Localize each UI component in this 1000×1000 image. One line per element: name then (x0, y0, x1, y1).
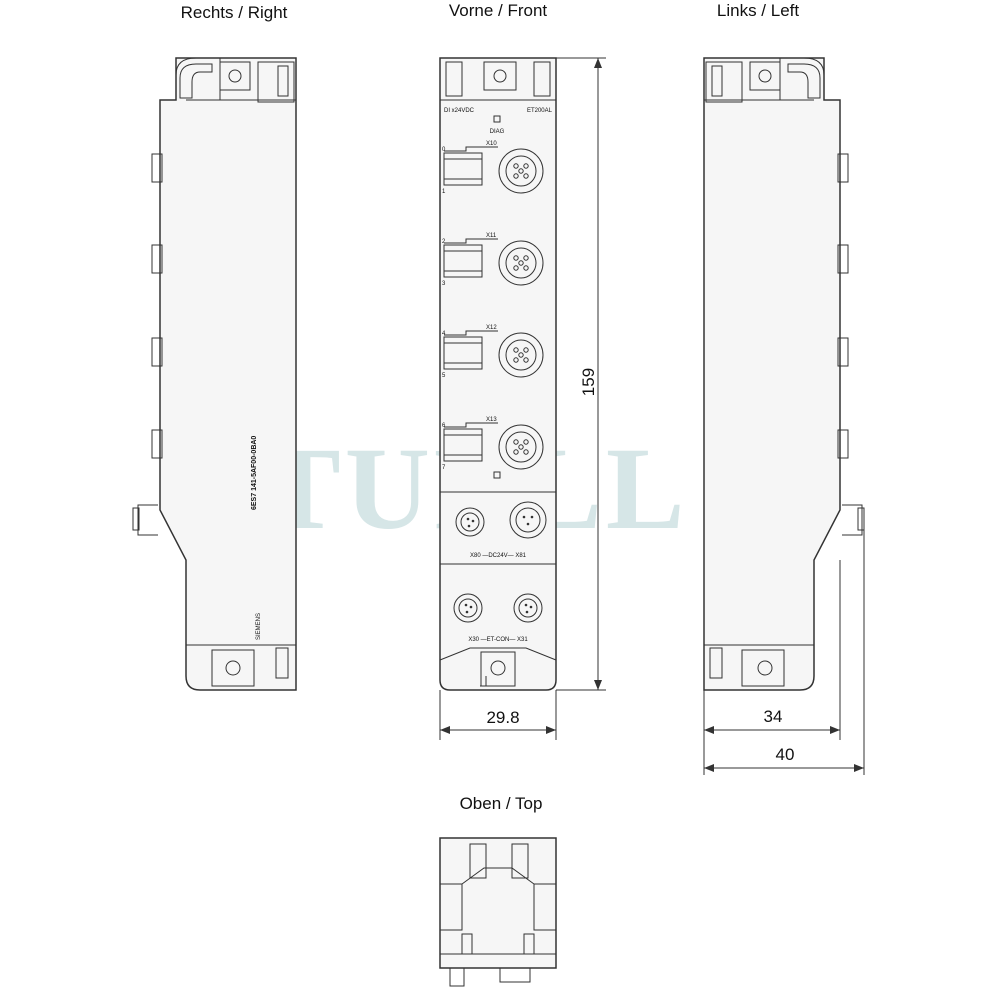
channel-bottom-label: 3 (442, 281, 446, 287)
bus-label: X30 —ET-CON— X31 (468, 637, 528, 643)
channel-bottom-label: 5 (442, 373, 446, 379)
channel-bottom-label: 1 (442, 189, 446, 195)
dim-depth-total: 40 (776, 745, 795, 764)
di-label: DI x24VDC (444, 108, 475, 114)
io-port: 2 3 X11 (442, 233, 544, 287)
front-dimensions: 159 29.8 (439, 57, 606, 740)
dim-depth-body: 34 (764, 707, 783, 726)
power-label: X80 —DC24V— X81 (470, 553, 527, 559)
channel-top-label: 0 (442, 147, 446, 153)
brand-label: SIEMENS (256, 613, 262, 640)
view-title-front: Vorne / Front (449, 1, 548, 20)
view-title-left: Links / Left (717, 1, 799, 20)
port-name-label: X10 (486, 141, 497, 147)
dim-height: 159 (579, 368, 598, 396)
order-number-label: 6ES7 141-5AF00-0BA0 (251, 436, 258, 510)
channel-top-label: 4 (442, 331, 446, 337)
top-view (439, 837, 557, 987)
port-name-label: X13 (486, 417, 497, 423)
port-name-label: X11 (486, 233, 497, 239)
left-view (703, 57, 865, 691)
io-port: 0 1 X10 (442, 141, 544, 195)
bus-connectors (453, 593, 543, 623)
io-port: 6 7 X13 (442, 417, 544, 471)
view-title-right: Rechts / Right (181, 3, 288, 22)
io-port: 4 5 X12 (442, 325, 544, 379)
io-port-group: 0 1 X10 2 3 X11 4 5 X12 6 7 X13 (442, 141, 544, 471)
view-title-top: Oben / Top (460, 794, 543, 813)
port-name-label: X12 (486, 325, 497, 331)
channel-bottom-label: 7 (442, 465, 446, 471)
left-dimensions: 34 40 (703, 530, 865, 775)
channel-top-label: 2 (442, 239, 446, 245)
power-connectors (455, 501, 547, 539)
channel-top-label: 6 (442, 423, 446, 429)
front-view: DI x24VDC ET200AL DIAG 0 1 X10 2 3 X11 4 5 X12 6 7… (439, 57, 557, 691)
diag-label: DIAG (490, 129, 505, 135)
dim-front-width: 29.8 (486, 708, 519, 727)
model-label: ET200AL (527, 108, 553, 114)
right-view: 6ES7 141-5AF00-0BA0 SIEMENS (132, 57, 297, 691)
